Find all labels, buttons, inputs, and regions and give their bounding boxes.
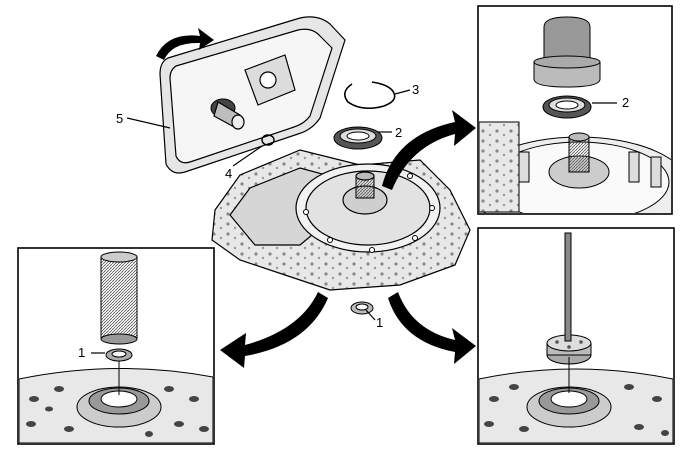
inset-bottom-right <box>477 227 675 445</box>
arrow-to-bottom-right-inset <box>388 292 476 364</box>
valve-body-housing <box>211 149 471 291</box>
callout-4: 4 <box>225 166 232 181</box>
o-ring <box>261 134 275 146</box>
callout-1-inset: 1 <box>78 345 85 360</box>
filter-assembly <box>159 16 346 174</box>
callout-1-main: 1 <box>376 315 383 330</box>
rotation-arrow <box>156 28 214 60</box>
inset-top-right: 2 <box>477 5 673 215</box>
seal-small-main <box>350 301 374 315</box>
callout-3: 3 <box>412 82 419 97</box>
arrow-to-bottom-left-inset <box>220 292 328 368</box>
callout-5: 5 <box>116 111 123 126</box>
callout-2-inset: 2 <box>622 95 629 110</box>
inset-bottom-left: 1 <box>17 247 215 445</box>
leader-lines <box>126 89 411 321</box>
seal-main <box>333 126 383 150</box>
snap-ring <box>344 81 396 110</box>
arrow-to-top-right-inset <box>382 110 476 190</box>
callout-2-main: 2 <box>395 125 402 140</box>
